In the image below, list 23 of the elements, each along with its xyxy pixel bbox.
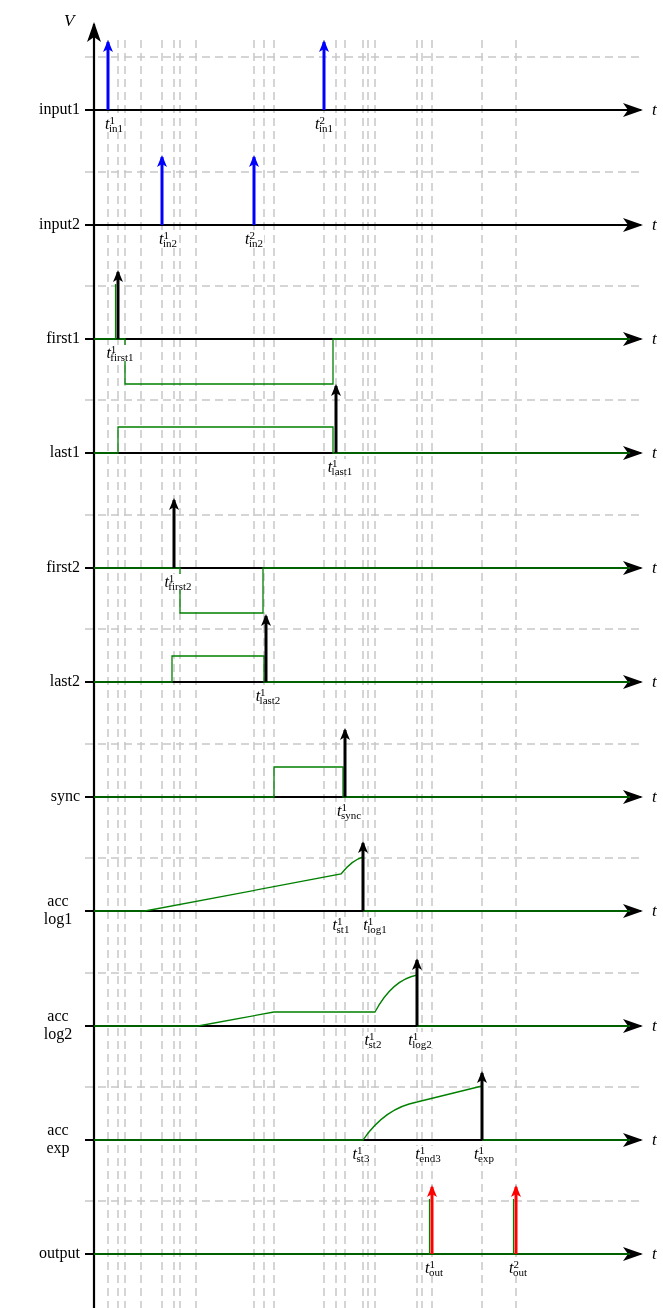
signal-label: first1 (46, 329, 80, 347)
axis-label: t (652, 788, 657, 805)
axis-label: V (64, 12, 75, 29)
signal-label: input2 (39, 215, 80, 233)
axis-label: t (652, 559, 657, 576)
signal-label: output (39, 1244, 80, 1262)
axis-label: t (652, 1245, 657, 1262)
axis-label: t (652, 1131, 657, 1148)
signal-label: first2 (46, 558, 80, 576)
axis-label: t (652, 1017, 657, 1034)
signal-label: acc exp (45, 1121, 71, 1157)
axis-label: t (652, 101, 657, 118)
axis-label: t (652, 330, 657, 347)
signal-label: acc log2 (42, 1007, 74, 1043)
signal-label: last1 (49, 443, 80, 461)
axis-label: t (652, 216, 657, 233)
signal-label: sync (50, 787, 80, 805)
axis-label: t (652, 444, 657, 461)
signal-label: acc log1 (42, 892, 74, 928)
axis-label: t (652, 673, 657, 690)
signal-label: last2 (49, 672, 80, 690)
axis-label: t (652, 902, 657, 919)
signal-label: input1 (39, 100, 80, 118)
